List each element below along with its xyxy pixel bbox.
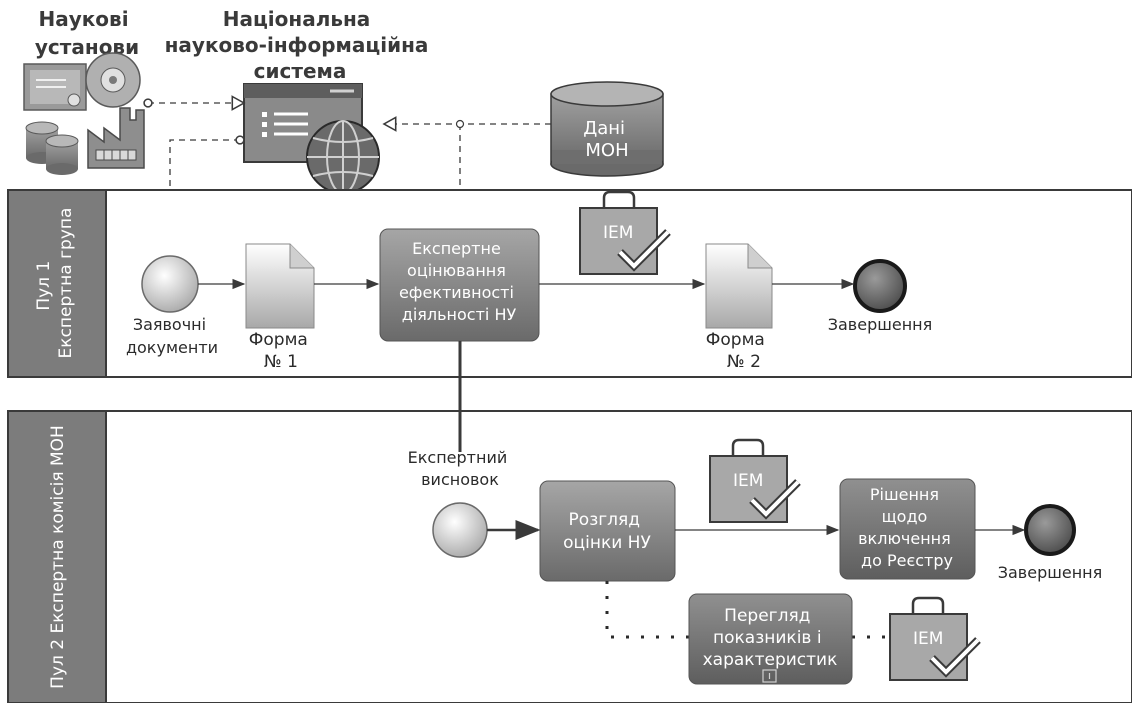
svg-text:Розгляд оцінки НУ: Розгляд оцінки НУ (563, 510, 651, 553)
pool-1-end-label: Завершення (828, 315, 933, 334)
svg-text:Перегляд показників і: Перегляд показників і характеристик (703, 606, 838, 670)
review-evaluation-task[interactable]: Розгляд оцінки НУ (539, 480, 676, 582)
pool-2-start-event (432, 502, 488, 558)
pool-2-end-event (1024, 504, 1076, 556)
pool-2-start-label: Експертний висновок (408, 448, 513, 489)
mon-data-store: Дані МОН (550, 81, 664, 177)
pool-1-start-label: Заявочні документи (126, 315, 218, 357)
disc-icon (85, 52, 141, 108)
pool-2-label: Пул 2 Експертна комісія МОН (48, 425, 68, 689)
shopping-bag-check-icon: IEM (889, 596, 981, 681)
svg-text:IEM: IEM (603, 223, 633, 243)
globe-icon (306, 120, 380, 194)
pool-1-end-event (853, 259, 907, 313)
registry-decision-task[interactable]: Рішення щодо включення до Реєстру (839, 478, 976, 580)
pool-2-end-label: Завершення (998, 563, 1103, 582)
shopping-bag-check-icon: IEM (579, 190, 671, 275)
dotted-associations (605, 581, 888, 639)
factory-icon (87, 107, 145, 169)
form-2-label: Форма № 2 (706, 330, 770, 372)
pool-1-start-event (141, 255, 199, 313)
pool-1-label: Пул 1 Експертна група (34, 208, 76, 359)
svg-text:IEM: IEM (733, 471, 763, 491)
svg-text:Рішення щодо включ: Рішення щодо включення до Реєстру (858, 485, 956, 570)
form-1-document (245, 243, 315, 329)
indicators-review-subprocess[interactable]: Перегляд показників і характеристик (688, 593, 853, 685)
svg-text:Дані МОН: Дані МОН (583, 118, 631, 161)
certificate-icon (23, 63, 87, 111)
database-icon (25, 121, 79, 175)
institutions-label: Наукові установи (35, 7, 139, 59)
system-label: Національна науково-інформаційна система (165, 7, 436, 83)
expand-marker-icon (762, 669, 777, 683)
expert-evaluation-task[interactable]: Експертне оцінювання ефективності діяльн… (379, 228, 540, 342)
form-2-document (705, 243, 773, 329)
svg-text:Експертне оцінювання: Експертне оцінювання ефективності діяльн… (399, 239, 519, 324)
shopping-bag-check-icon: IEM (709, 438, 801, 523)
form-1-label: Форма № 1 (249, 330, 313, 372)
svg-text:IEM: IEM (913, 629, 943, 649)
